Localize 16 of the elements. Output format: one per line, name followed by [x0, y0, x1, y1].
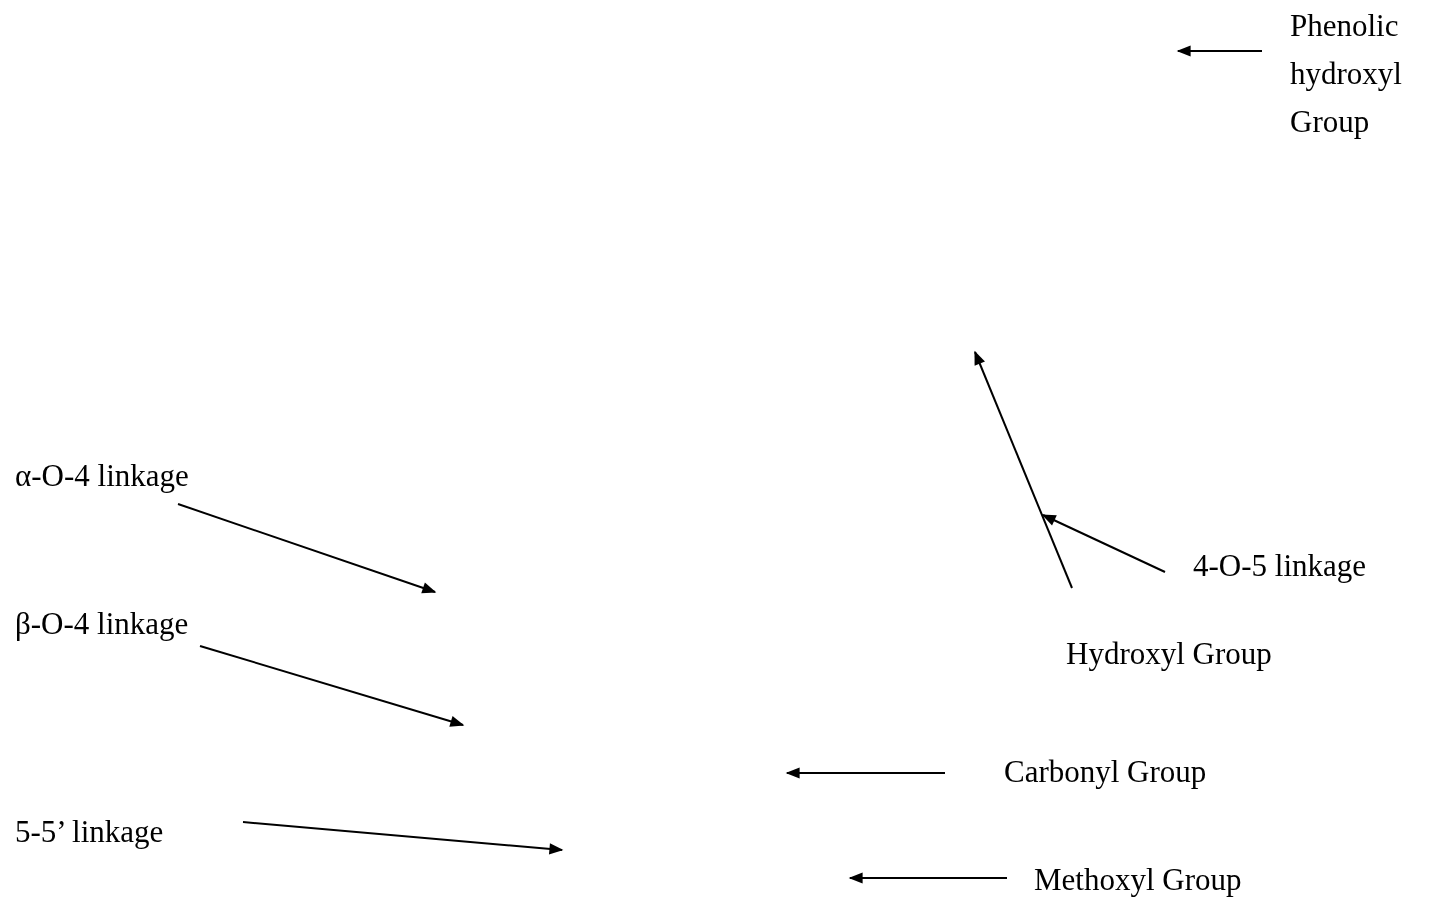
- callout-label: Methoxyl Group: [1034, 861, 1242, 899]
- callout-label: α-O-4 linkage: [15, 457, 189, 495]
- arrow: [199, 645, 465, 727]
- arrow: [974, 350, 1073, 589]
- callout-label: 4-O-5 linkage: [1193, 547, 1367, 585]
- arrow: [242, 821, 564, 855]
- arrow: [177, 503, 437, 594]
- callout-label: 5-5’ linkage: [15, 813, 164, 851]
- arrow: [848, 872, 1008, 884]
- callout-label: Hydroxyl Group: [1066, 635, 1272, 673]
- arrow: [785, 767, 946, 779]
- arrow: [1041, 514, 1166, 573]
- callout-label: β-O-4 linkage: [15, 605, 189, 643]
- callout-label: Phenolic hydroxyl Group: [1290, 7, 1403, 141]
- callout-label: Carbonyl Group: [1004, 753, 1207, 791]
- arrow: [1176, 45, 1263, 57]
